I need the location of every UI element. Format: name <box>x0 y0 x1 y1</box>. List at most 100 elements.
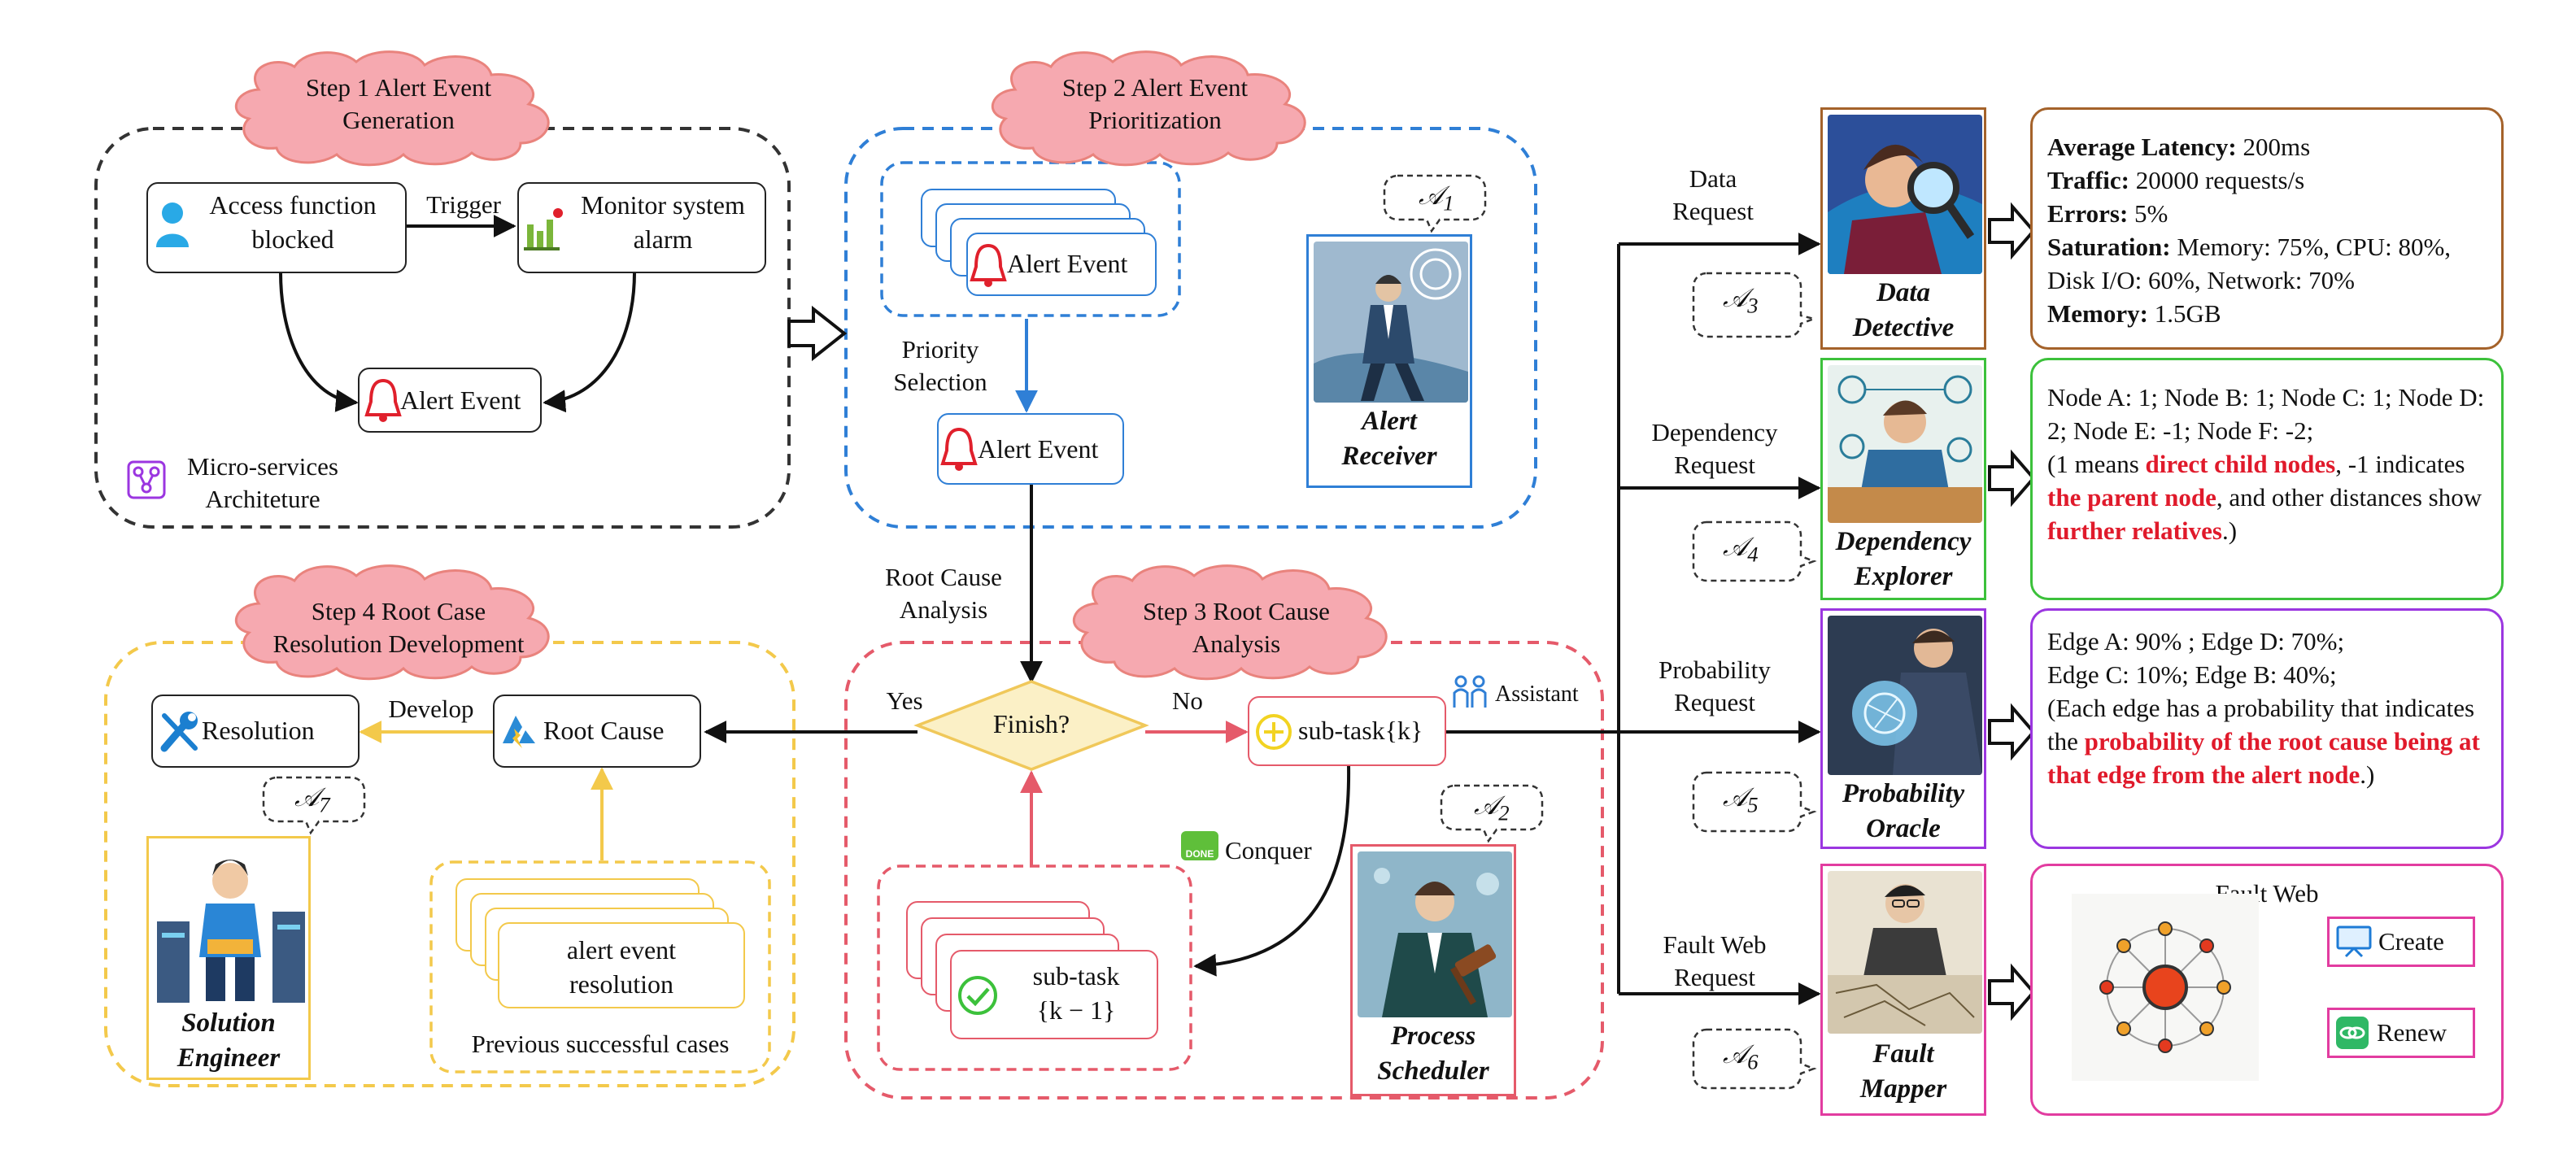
access-blocked-node: Access function blocked <box>146 182 407 273</box>
data-metrics-panel: Average Latency: 200ms Traffic: 20000 re… <box>2030 107 2504 350</box>
rca-label: Root Cause Analysis <box>862 561 1025 627</box>
probability-request-label: Probability Request <box>1627 654 1802 720</box>
access-to-alert-arrow <box>279 272 359 412</box>
cases-group <box>429 860 771 1073</box>
step4-cloud <box>234 564 550 681</box>
subtask-stack-group <box>877 864 1192 1071</box>
agent-3-tag: 𝒜3 <box>1723 281 1759 320</box>
rca-label-line2: Analysis <box>899 595 988 625</box>
probability-line1: Edge A: 90% ; Edge D: 70%; <box>2047 627 2345 655</box>
agent-2-tag: 𝒜2 <box>1474 789 1510 827</box>
agent-bubble-7 <box>262 776 366 835</box>
dependency-request-label: Dependency Request <box>1627 416 1802 482</box>
access-label-line1: Access function <box>209 190 377 220</box>
monitor-label-line1: Monitor system <box>581 190 745 220</box>
process-scheduler-label-line2: Scheduler <box>1377 1056 1489 1086</box>
errors-value: 5% <box>2128 198 2168 228</box>
agent-bubble-5 <box>1692 771 1817 833</box>
conquer-arrow <box>1193 764 1351 977</box>
done-icon: DONE <box>1181 831 1218 860</box>
monitor-alarm-node: Monitor system alarm <box>517 182 766 273</box>
network-icon <box>127 460 166 499</box>
dep-text-3: , and other distances show <box>2216 482 2482 512</box>
step1-title-line1: Step 1 Alert Event <box>305 73 492 102</box>
access-label-line2: blocked <box>251 224 334 254</box>
dependency-explanation: (1 means direct child nodes, -1 indicate… <box>2047 448 2487 548</box>
saturation-key: Saturation: <box>2047 232 2171 261</box>
traffic-key: Traffic: <box>2047 165 2129 194</box>
priority-label-line1: Priority <box>901 335 979 364</box>
trigger-label: Trigger <box>426 190 501 219</box>
step4-title-line1: Step 4 Root Case <box>311 597 486 625</box>
dependency-values: Node A: 1; Node B: 1; Node C: 1; Node D:… <box>2047 383 2485 445</box>
subtask-prev-label-line2: {k − 1} <box>1036 995 1116 1025</box>
user-icon <box>156 202 189 247</box>
agent-bubble-1 <box>1383 174 1487 233</box>
memory-key: Memory: <box>2047 298 2148 328</box>
done-badge-text: DONE <box>1185 848 1214 860</box>
probability-oracle-agent: Probability Oracle <box>1820 608 1986 849</box>
agent-7-index: 7 <box>319 792 330 817</box>
to-data-panel-arrow <box>1988 202 2036 260</box>
alert-event-node-step1: Alert Event <box>358 368 542 433</box>
subtask-k-label: sub-task{k} <box>1298 716 1423 745</box>
data-request-line2: Request <box>1672 197 1754 226</box>
monitor-label-line2: alarm <box>633 224 693 254</box>
step3-title-line2: Analysis <box>1192 629 1281 659</box>
step2-title-line1: Step 2 Alert Event <box>1061 73 1249 102</box>
fault-mapper-illustration <box>1828 871 1982 1034</box>
agent-4-tag: 𝒜4 <box>1723 530 1759 568</box>
rca-label-line1: Root Cause <box>885 563 1002 591</box>
case-label-line1: alert event <box>566 935 677 965</box>
finish-diamond <box>913 680 1149 771</box>
bell-icon <box>364 378 402 422</box>
step1-cloud <box>234 50 550 167</box>
agent-1-index: 1 <box>1443 190 1454 216</box>
data-request-label: Data Request <box>1632 163 1794 229</box>
alert-event-label-step1: Alert Event <box>400 385 521 415</box>
priority-label-line2: Selection <box>893 368 987 397</box>
data-detective-illustration <box>1828 115 1982 274</box>
prob-text-2: .) <box>2360 760 2375 789</box>
step2-title: Step 2 Alert Event Prioritization <box>992 72 1318 137</box>
data-detective-label-line1: Data <box>1876 278 1930 307</box>
latency-value: 200ms <box>2236 133 2311 161</box>
agent-5-tag: 𝒜5 <box>1723 781 1759 819</box>
create-button[interactable]: Create <box>2327 917 2475 967</box>
bar-chart-icon <box>524 208 563 250</box>
probability-request-line1: Probability <box>1658 655 1771 684</box>
yes-label: Yes <box>886 686 923 715</box>
agent-1-tag: 𝒜1 <box>1419 179 1454 217</box>
step2-container <box>844 127 1537 529</box>
step3-cloud <box>1072 564 1388 681</box>
fault-mapper-agent: Fault Mapper <box>1820 864 1986 1116</box>
traffic-value: 20000 requests/s <box>2129 165 2305 194</box>
dependency-panel: Node A: 1; Node B: 1; Node C: 1; Node D:… <box>2030 358 2504 600</box>
dep-highlight-3: further relatives <box>2047 516 2222 545</box>
priority-selection-label: Priority Selection <box>875 333 1005 399</box>
alert-selected-label: Alert Event <box>978 434 1099 464</box>
azure-icon <box>503 716 535 748</box>
agent-6-tag: 𝒜6 <box>1723 1038 1759 1076</box>
agent-7-symbol: 𝒜 <box>294 782 320 812</box>
alert-stack-card-1: Alert Event <box>966 233 1157 296</box>
alert-resolution-case-node: alert event resolution <box>498 922 745 1008</box>
process-scheduler-agent: Process Scheduler <box>1350 844 1516 1096</box>
develop-label: Develop <box>388 695 474 723</box>
subtask-prev-label-line1: sub-task <box>1032 961 1120 991</box>
memory-value: 1.5GB <box>2147 298 2221 328</box>
subtask-prev-node: sub-task {k − 1} <box>950 950 1158 1039</box>
probability-explanation: (Each edge has a probability that indica… <box>2047 692 2487 792</box>
to-prob-panel-arrow <box>1988 703 2036 761</box>
agent-3-symbol: 𝒜 <box>1723 283 1748 312</box>
dep-highlight-1: direct child nodes <box>2145 449 2336 478</box>
agent-2-symbol: 𝒜 <box>1474 790 1499 820</box>
latency-key: Average Latency: <box>2047 133 2237 161</box>
data-detective-label-line2: Detective <box>1852 312 1955 342</box>
renew-button[interactable]: Renew <box>2327 1008 2475 1058</box>
agent-bubble-4 <box>1692 520 1817 582</box>
bell-icon <box>970 243 1007 287</box>
step3-title: Step 3 Root Cause Analysis <box>1074 595 1399 661</box>
data-request-line1: Data <box>1689 164 1737 193</box>
